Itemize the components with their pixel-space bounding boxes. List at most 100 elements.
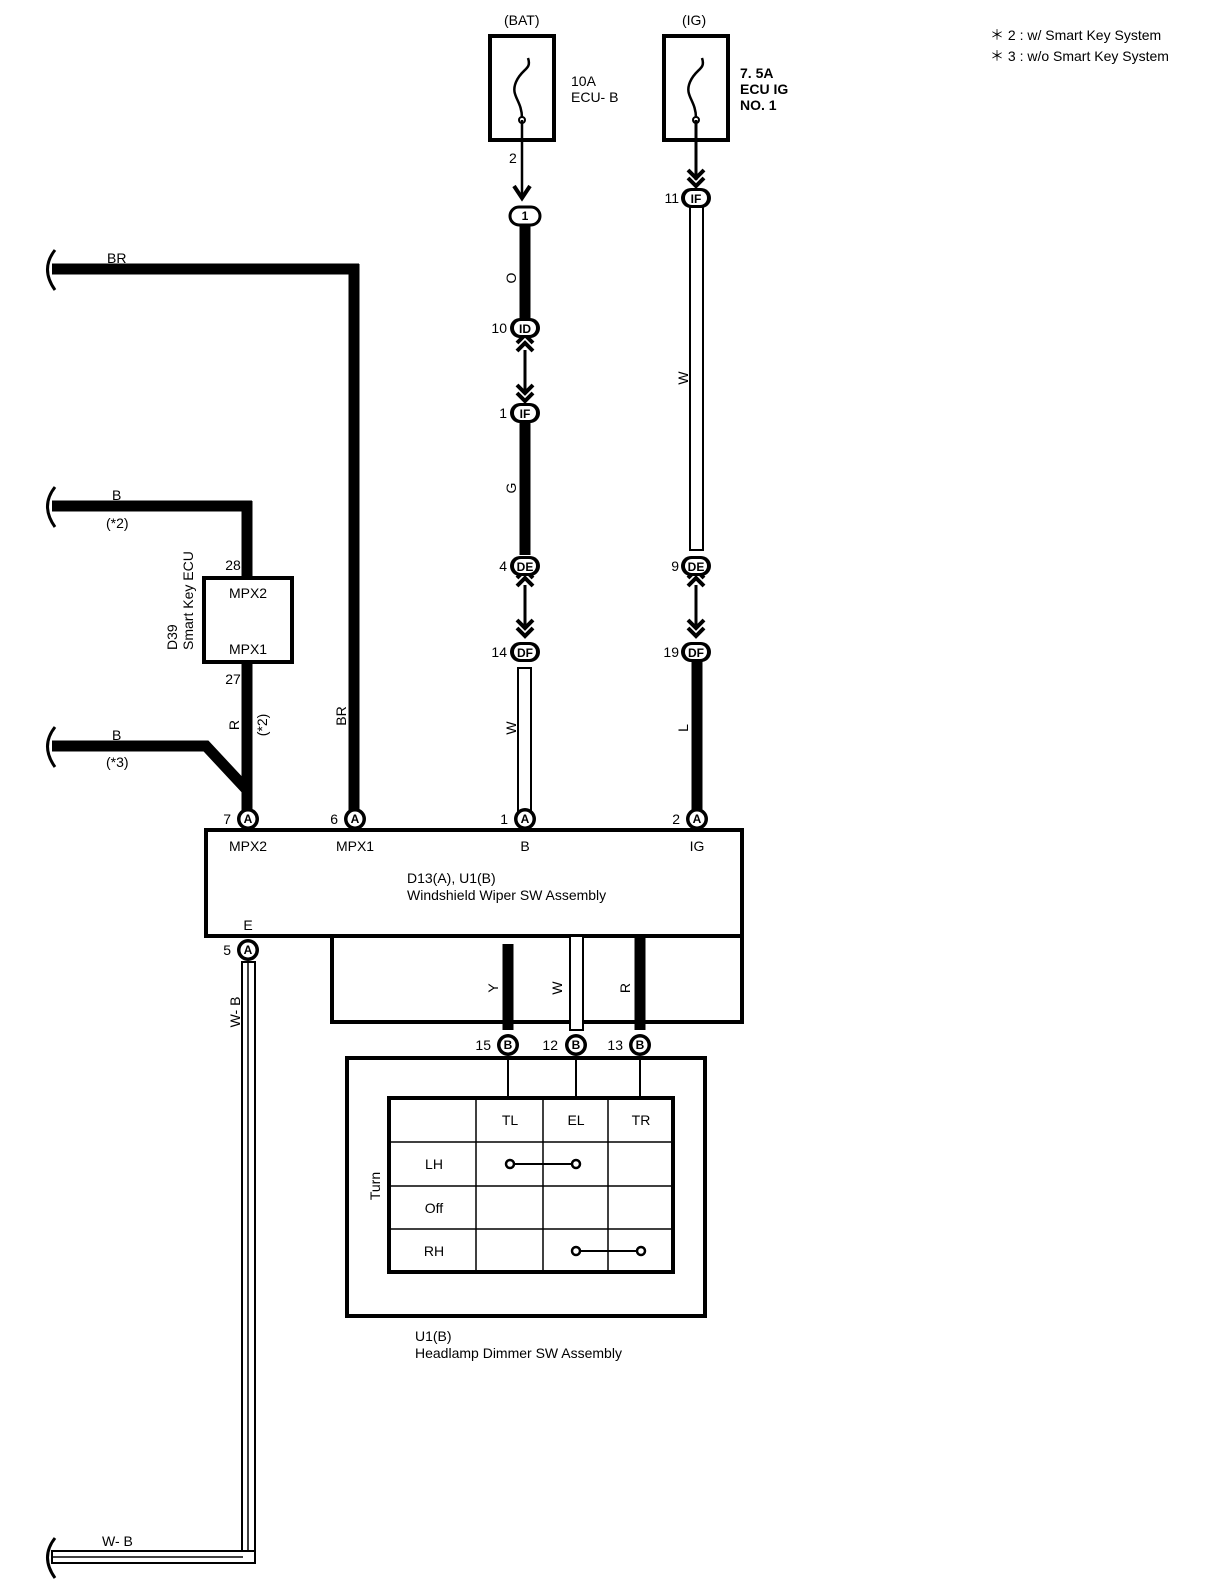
fuse-bat-source: (BAT) <box>504 12 540 28</box>
wire-color-b-2: B <box>112 727 121 743</box>
assembly-code: D13(A), U1(B) <box>407 870 496 886</box>
svg-text:11: 11 <box>664 190 679 206</box>
svg-text:IG: IG <box>690 838 705 854</box>
svg-text:9: 9 <box>671 558 679 574</box>
table-col-tr: TR <box>632 1112 651 1128</box>
lead-terminal-12: 12 B <box>542 1034 587 1056</box>
smart-key-ecu: MPX2 MPX1 28 27 D39 Smart Key ECU <box>164 551 294 687</box>
connector-ig-de: 9 DE <box>671 556 711 576</box>
continuity-lh <box>504 1158 582 1170</box>
fuse-ig-name1: ECU IG <box>740 81 788 97</box>
lead-wire-r: R <box>617 983 633 993</box>
windshield-wiper-sw-assembly: D13(A), U1(B) Windshield Wiper SW Assemb… <box>204 828 744 1024</box>
table-axis-label: Turn <box>367 1172 383 1200</box>
svg-text:A: A <box>351 812 360 826</box>
headlamp-dimmer-sw-assembly: TL EL TR LH Off RH Turn U1(B) Headlamp D… <box>345 1056 707 1361</box>
svg-text:10: 10 <box>491 320 507 336</box>
svg-text:B: B <box>520 838 529 854</box>
ecu-terminal-mpx1: MPX1 <box>229 641 267 657</box>
note-smart-key: ＊ 2 : w/ Smart Key System <box>990 27 1161 43</box>
dimmer-name: Headlamp Dimmer SW Assembly <box>415 1345 622 1361</box>
svg-text:12: 12 <box>542 1037 558 1053</box>
connector-bat-de: 4 DE <box>499 556 540 576</box>
wire-color-br: BR <box>107 250 126 266</box>
wire-color-b-1: B <box>112 487 121 503</box>
note-no-smart-key: ＊ 3 : w/o Smart Key System <box>990 48 1169 64</box>
fuse-icon <box>687 57 705 119</box>
assembly-name: Windshield Wiper SW Assembly <box>407 887 606 903</box>
svg-text:19: 19 <box>663 644 679 660</box>
svg-text:B: B <box>572 1038 581 1052</box>
dimmer-code: U1(B) <box>415 1328 452 1344</box>
ecu-pin-top: 28 <box>225 557 241 573</box>
svg-text:DF: DF <box>688 646 704 660</box>
wire-color-wb-bottom: W- B <box>102 1533 133 1549</box>
wire-end-break <box>46 486 57 528</box>
svg-text:5: 5 <box>223 942 231 958</box>
connector-bat-id: 10 ID <box>491 318 540 338</box>
fuse-bat: (BAT) 10A ECU- B <box>488 12 618 142</box>
svg-text:A: A <box>244 812 253 826</box>
switch-table: TL EL TR LH Off RH Turn <box>367 1096 675 1274</box>
connector-bat-df: 14 DF <box>491 642 540 662</box>
wire-color-o: O <box>503 272 519 283</box>
svg-text:A: A <box>244 943 253 957</box>
ecu-pin-bottom: 27 <box>225 671 241 687</box>
svg-text:DE: DE <box>517 560 534 574</box>
table-col-tl: TL <box>502 1112 519 1128</box>
svg-text:14: 14 <box>491 644 507 660</box>
wire-end-break <box>46 726 57 768</box>
connector-bat-1: 1 <box>508 205 542 227</box>
wire-color-w-bat: W <box>503 721 519 735</box>
ecu-terminal-mpx2: MPX2 <box>229 585 267 601</box>
continuity-rh <box>570 1245 647 1257</box>
wire-note-1: (*2) <box>106 515 129 531</box>
fuse-bat-pin: 2 <box>509 150 517 166</box>
svg-text:A: A <box>693 812 702 826</box>
svg-text:IF: IF <box>520 407 531 421</box>
table-row-off: Off <box>425 1200 444 1216</box>
fuse-icon <box>513 57 531 119</box>
svg-text:MPX1: MPX1 <box>336 838 374 854</box>
ecu-code: D39 <box>164 624 180 650</box>
terminal-ground: E 5 A <box>223 917 259 961</box>
wire-note-r: (*2) <box>254 714 270 737</box>
terminal-mpx2: 7 A MPX2 <box>223 808 267 854</box>
svg-text:B: B <box>504 1038 513 1052</box>
svg-text:2: 2 <box>672 811 680 827</box>
svg-text:1: 1 <box>522 209 529 223</box>
lead-wire-y: Y <box>485 983 501 993</box>
svg-text:1: 1 <box>499 405 507 421</box>
fuse-bat-rating: 10A <box>571 73 597 89</box>
svg-text:MPX2: MPX2 <box>229 838 267 854</box>
svg-text:DF: DF <box>517 646 533 660</box>
terminal-b: 1 A B <box>500 808 536 854</box>
svg-text:6: 6 <box>330 811 338 827</box>
wire-note-2: (*3) <box>106 754 129 770</box>
wire-end-break <box>46 249 57 291</box>
lead-terminal-13: 13 B <box>607 1034 651 1056</box>
fuse-ig: (IG) 7. 5A ECU IG NO. 1 <box>662 12 788 142</box>
svg-text:7: 7 <box>223 811 231 827</box>
connector-ig-if: 11 IF <box>664 188 711 208</box>
wire-end-break <box>46 1537 57 1579</box>
svg-text:15: 15 <box>475 1037 491 1053</box>
terminal-mpx1: 6 A MPX1 <box>330 808 374 854</box>
fuse-bat-name: ECU- B <box>571 89 618 105</box>
fuse-ig-source: (IG) <box>682 12 706 28</box>
table-col-el: EL <box>567 1112 584 1128</box>
wire-color-r: R <box>226 720 242 730</box>
table-row-lh: LH <box>425 1156 443 1172</box>
svg-text:13: 13 <box>607 1037 623 1053</box>
connector-ig-df: 19 DF <box>663 642 711 662</box>
fuse-ig-rating: 7. 5A <box>740 65 773 81</box>
fuse-ig-name2: NO. 1 <box>740 97 777 113</box>
ecu-name: Smart Key ECU <box>180 551 196 650</box>
svg-text:E: E <box>243 917 252 933</box>
terminal-ig: 2 A IG <box>672 808 708 854</box>
svg-text:1: 1 <box>500 811 508 827</box>
wire-color-w-ig: W <box>675 371 691 385</box>
wire-color-wb: W- B <box>227 997 243 1028</box>
wire-color-g: G <box>503 483 519 494</box>
